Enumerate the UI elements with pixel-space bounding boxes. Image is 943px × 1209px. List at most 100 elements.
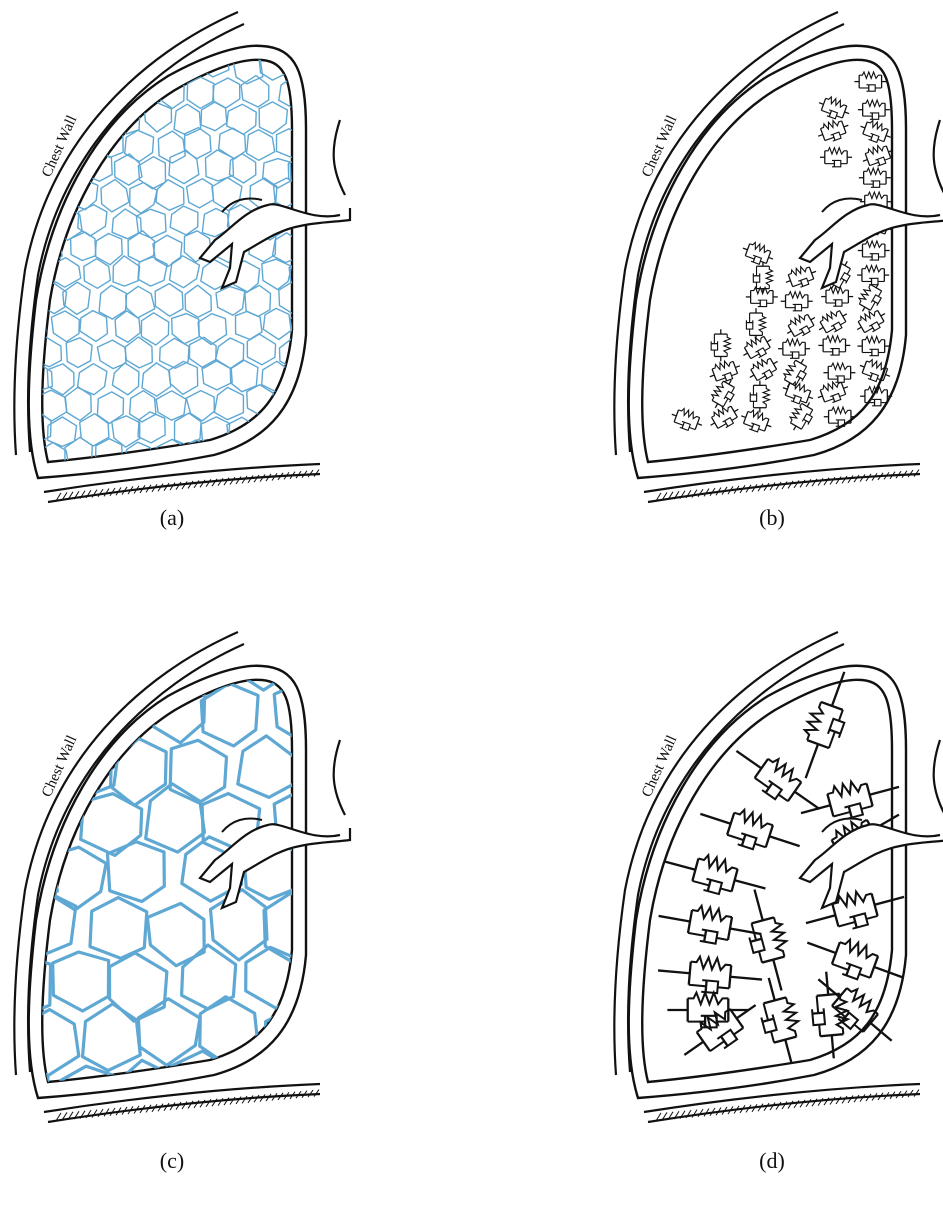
alveolus-cell xyxy=(66,74,95,104)
diaphragm-hatch xyxy=(218,478,223,485)
dashpot-piston xyxy=(812,1013,824,1014)
diaphragm-hatch xyxy=(692,490,697,498)
dashpot-rod xyxy=(819,1025,820,1037)
dashpot-piston xyxy=(706,981,707,993)
diaphragm-hatch xyxy=(818,478,823,485)
alveolus-cell xyxy=(289,260,317,291)
lung-diagram-c: Chest Wall xyxy=(0,620,471,1180)
alveolus-cell xyxy=(0,156,17,185)
diaphragm-top-line xyxy=(44,1084,320,1112)
alveolus-cell xyxy=(276,24,301,53)
alveolus-cell xyxy=(56,626,117,690)
alveolus-cell xyxy=(0,54,20,84)
alveolus-cell xyxy=(80,679,139,743)
alveolus-cell xyxy=(8,80,36,109)
alveolus-cell xyxy=(245,22,271,54)
alveolus-cell xyxy=(0,627,51,696)
alveolus-cell xyxy=(93,75,122,105)
alveolus-cell xyxy=(10,183,38,213)
diaphragm-hatch xyxy=(800,1100,805,1107)
diaphragm-hatch xyxy=(824,1098,829,1105)
alveolus-cell xyxy=(157,24,187,55)
lung-outline: Chest Wall xyxy=(614,12,920,502)
connector-line xyxy=(885,375,890,377)
caption-b: (b) xyxy=(712,505,832,531)
alveolus-cell xyxy=(122,24,150,54)
diaphragm-hatch xyxy=(212,479,217,486)
bronchus-trachea-line xyxy=(934,740,943,815)
diaphragm-hatch xyxy=(230,477,235,484)
alveolus-cell xyxy=(0,795,29,856)
diaphragm-top-line xyxy=(44,464,320,492)
diaphragm-hatch xyxy=(836,477,841,484)
alveolus-cell xyxy=(292,415,317,446)
lung-diagram-a: Chest Wall xyxy=(0,0,471,560)
diaphragm-top-line xyxy=(644,464,920,492)
alveolus-cell xyxy=(294,102,323,135)
diaphragm-hatch xyxy=(824,478,829,485)
panel-c: Chest Wall (c) xyxy=(0,620,471,1209)
diaphragm-hatch xyxy=(200,1100,205,1107)
alveolus-cell xyxy=(0,210,21,239)
diaphragm-top-line xyxy=(644,1084,920,1112)
alveolus-cell xyxy=(38,78,66,107)
alveolus-cell xyxy=(114,49,140,80)
caption-a: (a) xyxy=(112,505,232,531)
alveolus-cell xyxy=(0,102,20,134)
diaphragm-hatch xyxy=(788,481,793,488)
diaphragm-hatch xyxy=(692,1110,697,1118)
alveolus-cell xyxy=(248,438,277,469)
alveolus-cell xyxy=(0,687,22,748)
diaphragm-hatch xyxy=(236,1097,241,1104)
alveolus-cell xyxy=(114,630,168,696)
alveolus-cell xyxy=(0,361,15,389)
alveolus-cell xyxy=(0,1061,48,1122)
diaphragm-hatch xyxy=(224,478,229,485)
alveolus-cell xyxy=(0,1001,20,1065)
panel-d: Chest Wall (d) xyxy=(600,620,943,1209)
caption-d: (d) xyxy=(712,1148,832,1174)
diaphragm-hatch xyxy=(830,1097,835,1104)
diaphragm-hatch xyxy=(200,480,205,487)
alveolus-cell xyxy=(94,28,122,57)
diaphragm-hatch xyxy=(206,1099,211,1106)
bronchus-trachea-line xyxy=(334,740,345,815)
diaphragm-hatch xyxy=(92,1110,97,1118)
alveolus-cell xyxy=(16,51,46,83)
diaphragm-hatch xyxy=(806,1099,811,1106)
lung-outline: Chest Wall xyxy=(614,632,920,1122)
alveolus-cell xyxy=(6,24,33,56)
alveolus-cell xyxy=(7,126,36,157)
alveolus-cell xyxy=(50,52,78,85)
lung-diagram-b: Chest Wall xyxy=(600,0,943,560)
diaphragm-hatch xyxy=(794,480,799,487)
diaphragm-hatch xyxy=(212,1099,217,1106)
alveolus-cell xyxy=(67,24,92,57)
diaphragm-hatch xyxy=(188,481,193,488)
alveolus-cell xyxy=(0,254,18,285)
lung-diagram-d: Chest Wall xyxy=(600,620,943,1180)
diaphragm-hatch xyxy=(812,1099,817,1106)
dashpot-rod xyxy=(718,987,730,988)
diaphragm-hatch xyxy=(818,1098,823,1105)
diaphragm-hatch xyxy=(92,490,97,498)
diaphragm-hatch xyxy=(836,1097,841,1104)
diaphragm-hatch xyxy=(236,477,241,484)
diaphragm-hatch xyxy=(830,477,835,484)
diaphragm-hatch xyxy=(806,479,811,486)
bronchus-trachea-line xyxy=(334,120,345,195)
alveolus-cell xyxy=(77,104,106,134)
bronchus-trachea-line xyxy=(934,120,943,195)
diaphragm-hatch xyxy=(800,480,805,487)
diaphragm-hatch xyxy=(218,1098,223,1105)
panel-a: Chest Wall (a) xyxy=(0,0,471,589)
diaphragm-hatch xyxy=(194,1100,199,1107)
alveolus-cell xyxy=(20,104,47,136)
alveolus-cell xyxy=(36,23,63,54)
diaphragm-hatch xyxy=(224,1098,229,1105)
diaphragm-hatch xyxy=(194,480,199,487)
diaphragm-hatch xyxy=(206,479,211,486)
diaphragm-hatch xyxy=(788,1101,793,1108)
diaphragm-hatch xyxy=(794,1100,799,1107)
caption-c: (c) xyxy=(112,1148,232,1174)
